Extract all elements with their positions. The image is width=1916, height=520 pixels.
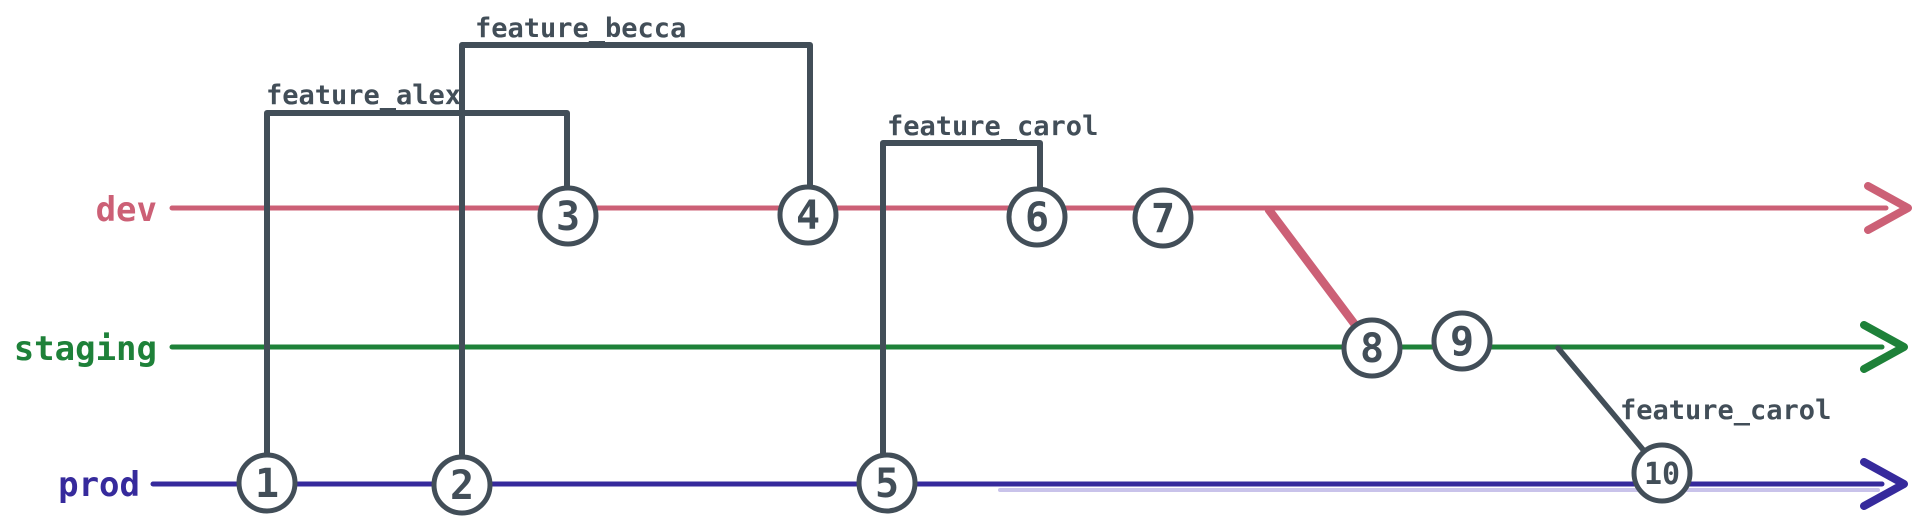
commit-5: 5 — [856, 452, 918, 514]
commit-circle — [1132, 187, 1194, 249]
commit-3: 3 — [537, 185, 599, 247]
merge-label-feature_carol: feature_carol — [1620, 395, 1831, 426]
commit-number: 10 — [1644, 457, 1680, 492]
commit-circle — [236, 452, 298, 514]
commit-number: 9 — [1450, 319, 1474, 365]
commit-circle — [1341, 317, 1403, 379]
commit-number: 2 — [450, 463, 474, 509]
prod-arrowhead-icon — [1860, 458, 1908, 510]
commit-9: 9 — [1431, 310, 1493, 372]
feature-branch-path-feature_becca — [459, 42, 813, 461]
staging-arrowhead-icon — [1860, 321, 1908, 373]
dev-branch-label: dev — [96, 190, 157, 230]
commit-2: 2 — [431, 454, 493, 516]
commit-4: 4 — [777, 184, 839, 246]
merge-line-dev-to-staging — [1264, 205, 1361, 331]
feature-branch-path-feature_alex — [264, 110, 570, 459]
commit-circle — [856, 452, 918, 514]
commit-number: 1 — [255, 461, 279, 507]
commit-10: 10 — [1631, 442, 1693, 504]
staging-branch-label: staging — [14, 329, 157, 369]
commit-1: 1 — [236, 452, 298, 514]
prod-branch-label: prod — [58, 465, 140, 505]
commit-number: 6 — [1025, 195, 1049, 241]
merge-line-staging-to-prod — [1555, 345, 1648, 455]
commit-number: 5 — [875, 461, 899, 507]
commit-number: 3 — [556, 194, 580, 240]
commit-circle — [431, 454, 493, 516]
commit-circle — [777, 184, 839, 246]
commit-6: 6 — [1006, 186, 1068, 248]
commit-number: 8 — [1360, 326, 1384, 372]
dev-arrowhead-icon — [1864, 182, 1912, 234]
commit-circle — [1431, 310, 1493, 372]
feature-branch-label-feature_becca: feature_becca — [475, 13, 686, 44]
commit-circle — [537, 185, 599, 247]
feature-branch-label-feature_carol: feature_carol — [887, 111, 1098, 142]
commit-7: 7 — [1132, 187, 1194, 249]
feature-branch-label-feature_alex: feature_alex — [266, 80, 461, 111]
commit-number: 4 — [796, 193, 820, 239]
feature-branch-path-feature_carol — [880, 140, 1043, 459]
commit-circle — [1631, 442, 1693, 504]
commit-number: 7 — [1151, 196, 1175, 242]
commit-circle — [1006, 186, 1068, 248]
commit-8: 8 — [1341, 317, 1403, 379]
